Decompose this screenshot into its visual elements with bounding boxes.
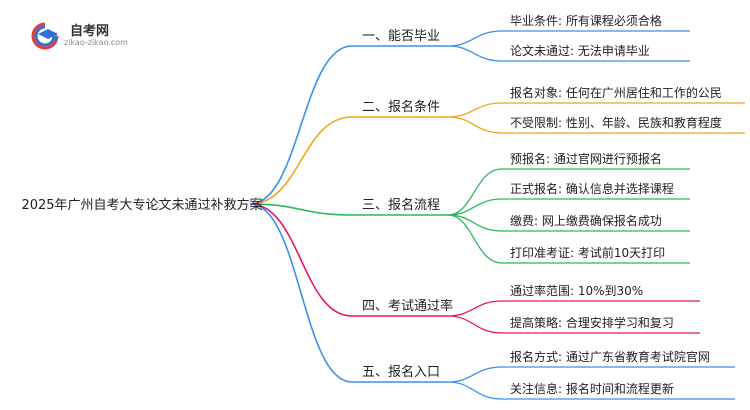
leaf-link <box>447 116 503 134</box>
leaf-topic: 关注信息: 报名时间和流程更新 <box>510 381 674 396</box>
site-logo[interactable]: 自考网 zikao-zikao.com <box>30 18 150 52</box>
root-topic: 2025年广州自考大专论文未通过补救方案 <box>21 197 262 213</box>
leaf-link <box>447 315 503 334</box>
leaf-link <box>447 102 503 118</box>
branch-link <box>249 203 353 216</box>
logo-url: zikao-zikao.com <box>64 38 128 47</box>
leaf-topic: 毕业条件: 所有课程必须合格 <box>510 13 662 28</box>
branch-link <box>249 203 353 383</box>
leaf-topic: 缴费: 网上缴费确保报名成功 <box>510 213 662 228</box>
leaf-topic: 不受限制: 性别、年龄、民族和教育程度 <box>510 115 722 130</box>
leaf-link <box>447 381 503 400</box>
leaf-link <box>447 30 503 47</box>
branch-topic: 一、能否毕业 <box>362 29 440 44</box>
branch-topic: 五、报名入口 <box>362 364 440 380</box>
leaf-topic: 正式报名: 确认信息并选择课程 <box>510 181 674 196</box>
leaf-topic: 预报名: 通过官网进行预报名 <box>510 151 662 166</box>
leaf-topic: 论文未通过: 无法申请毕业 <box>510 43 650 58</box>
leaf-topic: 提高策略: 合理安排学习和复习 <box>510 315 674 330</box>
logo-name: 自考网 <box>70 24 110 39</box>
mind-map-links <box>249 30 745 400</box>
leaf-link <box>447 168 503 216</box>
leaf-topic: 报名对象: 任何在广州居住和工作的公民 <box>510 85 722 100</box>
leaf-link <box>447 300 503 317</box>
graduation-cap-icon <box>30 22 60 50</box>
leaf-link <box>447 45 503 62</box>
branch-topic: 三、报名流程 <box>362 197 440 213</box>
leaf-topic: 通过率范围: 10%到30% <box>510 283 643 298</box>
branch-link <box>249 116 353 205</box>
leaf-link <box>447 366 503 383</box>
branch-link <box>249 203 353 317</box>
branch-topic: 二、报名条件 <box>362 99 440 115</box>
branch-link <box>249 45 353 205</box>
leaf-link <box>447 214 503 264</box>
leaf-link <box>447 198 503 216</box>
branch-topic: 四、考试通过率 <box>362 298 453 314</box>
leaf-topic: 打印准考证: 考试前10天打印 <box>510 245 665 260</box>
leaf-topic: 报名方式: 通过广东省教育考试院官网 <box>510 349 710 364</box>
